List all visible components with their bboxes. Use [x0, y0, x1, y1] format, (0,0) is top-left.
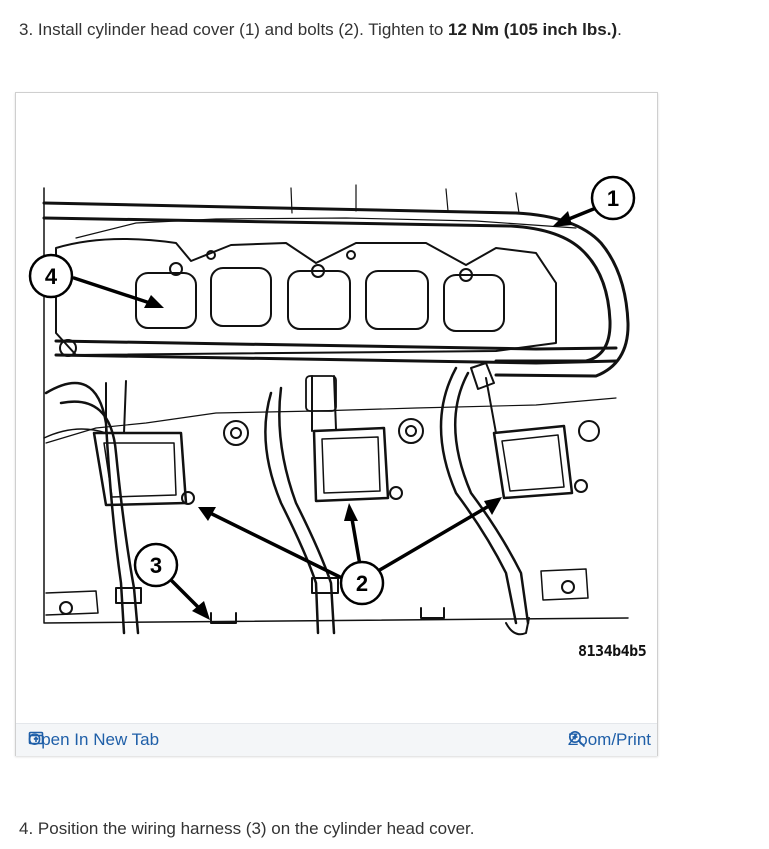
open-in-new-tab-button[interactable]: Open In New Tab: [28, 730, 159, 750]
callout-1-label: 1: [607, 186, 619, 211]
figure-code: 8134b4b5: [578, 642, 647, 660]
callout-4-circle: [28, 253, 74, 299]
figure-toolbar: Open In New Tab Zoom/Print: [16, 723, 657, 756]
callout-1-circle: [590, 175, 636, 221]
callout-3-label: 3: [150, 553, 162, 578]
step-3-text: 3. Install cylinder head cover (1) and b…: [19, 20, 449, 39]
step-3-suffix: .: [617, 20, 622, 39]
zoom-print-label: Zoom/Print: [567, 730, 651, 749]
step-3-instruction: 3. Install cylinder head cover (1) and b…: [19, 19, 622, 41]
cylinder-head-cover-illustration: 1 2 3 4: [28, 175, 636, 636]
callout-4-label: 4: [45, 264, 58, 289]
callout-3-circle: [133, 542, 179, 588]
zoom-magnifier-icon: [568, 730, 585, 748]
torque-spec: 12 Nm (105 inch lbs.): [448, 20, 618, 39]
callout-2-circle: [339, 560, 385, 606]
diagram-figure: 1 2 3 4 8134b4b5 Open In New Tab Zoom/Pr…: [15, 92, 658, 756]
open-in-new-tab-icon: [28, 731, 44, 745]
zoom-print-button[interactable]: Zoom/Print: [568, 730, 651, 750]
step-4-instruction: 4. Position the wiring harness (3) on th…: [19, 819, 475, 838]
callout-2-label: 2: [356, 571, 368, 596]
open-in-new-tab-label: Open In New Tab: [28, 730, 160, 749]
